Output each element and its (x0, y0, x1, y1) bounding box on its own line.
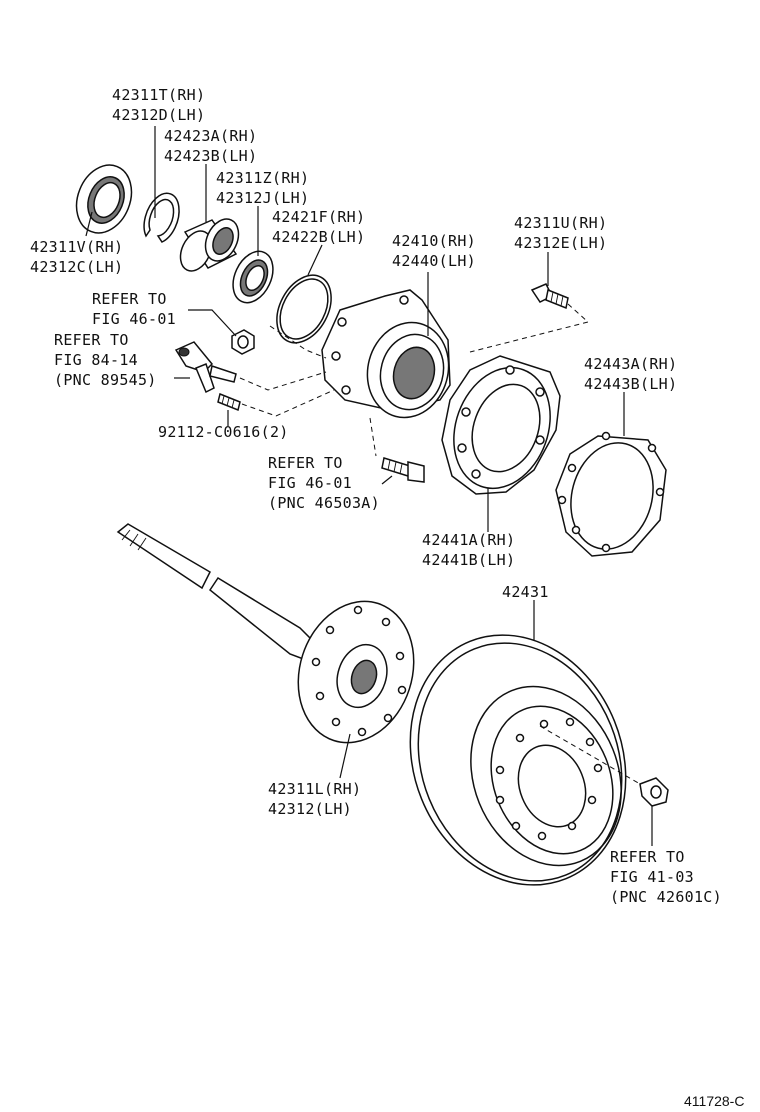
label-oil-seal-lh: 42312C(LH) (30, 258, 123, 276)
label-seal-outer-lh: 42312D(LH) (112, 106, 205, 124)
label-refer-nut-2: FIG 46-01 (92, 310, 176, 328)
backing-plate-part (441, 355, 561, 495)
hub-bolt-lower-part (381, 457, 425, 483)
part-labels: 42311T(RH) 42312D(LH) 42423A(RH) 42423B(… (30, 86, 744, 1109)
stud-part (217, 392, 241, 412)
leader-lines (85, 126, 653, 846)
label-gasket-lh: 42443B(LH) (584, 375, 677, 393)
label-oring-lh: 42422B(LH) (272, 228, 365, 246)
label-gasket-rh: 42443A(RH) (584, 355, 677, 373)
label-axle-shaft-rh: 42311L(RH) (268, 780, 361, 798)
label-refer-sensor-1: REFER TO (54, 331, 129, 349)
label-bolt-top-rh: 42311U(RH) (514, 214, 607, 232)
label-refer-sensor-3: (PNC 89545) (54, 371, 157, 389)
figure-id: 411728-C (684, 1093, 744, 1109)
label-bearing-lh: 42423B(LH) (164, 147, 257, 165)
gasket-part (555, 431, 667, 557)
label-refer-sensor-2: FIG 84-14 (54, 351, 138, 369)
label-refer-hubnut-1: REFER TO (610, 848, 685, 866)
o-ring-part (276, 274, 332, 344)
label-refer-nut-1: REFER TO (92, 290, 167, 308)
label-bolt-top-lh: 42312E(LH) (514, 234, 607, 252)
label-seal-outer-rh: 42311T(RH) (112, 86, 205, 104)
inner-seal-part (232, 250, 274, 304)
label-hub-rh: 42410(RH) (392, 232, 476, 250)
abs-sensor-part (174, 341, 237, 394)
label-stud: 92112-C0616(2) (158, 423, 289, 441)
axle-hub-part (321, 289, 451, 419)
label-refer-hubnut-2: FIG 41-03 (610, 868, 694, 886)
label-disc: 42431 (502, 583, 549, 601)
label-seal-inner-rh: 42311Z(RH) (216, 169, 309, 187)
label-axle-shaft-lh: 42312(LH) (268, 800, 352, 818)
label-oring-rh: 42421F(RH) (272, 208, 365, 226)
label-refer-bolt-2: FIG 46-01 (268, 474, 352, 492)
label-hub-lh: 42440(LH) (392, 252, 476, 270)
label-oil-seal-rh: 42311V(RH) (30, 238, 123, 256)
label-refer-hubnut-3: (PNC 42601C) (610, 888, 722, 906)
label-bearing-rh: 42423A(RH) (164, 127, 257, 145)
hub-bolt-top-part (530, 283, 569, 310)
alignment-lines (239, 303, 641, 785)
label-refer-bolt-1: REFER TO (268, 454, 343, 472)
oil-seal-part (75, 164, 133, 234)
label-refer-bolt-3: (PNC 46503A) (268, 494, 380, 512)
label-seal-inner-lh: 42312J(LH) (216, 189, 309, 207)
brake-disc-part (409, 634, 627, 886)
label-backing-plate-rh: 42441A(RH) (422, 531, 515, 549)
snap-ring-part (143, 192, 180, 243)
label-backing-plate-lh: 42441B(LH) (422, 551, 515, 569)
axle-shaft-part (116, 523, 415, 744)
hub-nut-part (639, 777, 669, 807)
nut-part (231, 329, 255, 355)
bearing-part (179, 218, 240, 272)
